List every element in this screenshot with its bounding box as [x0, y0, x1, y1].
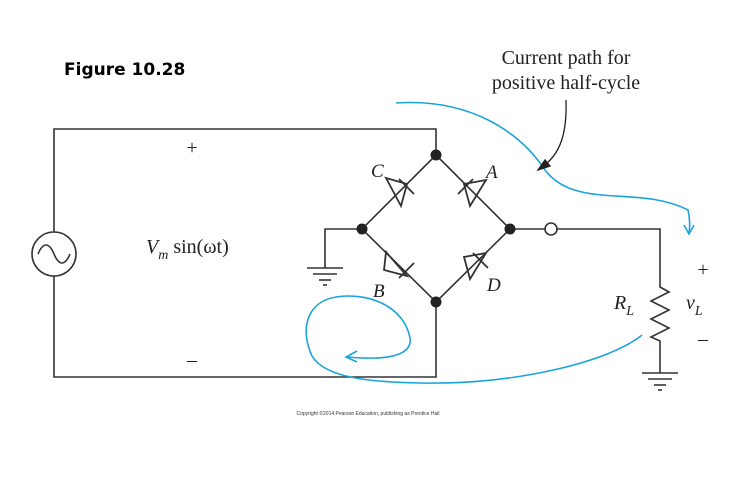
diode-a — [457, 178, 488, 209]
annotation-arrow — [536, 99, 567, 172]
load-plus: + — [697, 259, 708, 281]
annotation-line-2: positive half-cycle — [492, 72, 640, 94]
load-minus: – — [697, 328, 709, 350]
diode-b-label: B — [373, 281, 385, 302]
ground-left — [307, 267, 343, 286]
junction-top — [430, 149, 442, 161]
load-resistor-label: RL — [613, 292, 634, 319]
circuit-wires — [53, 128, 661, 378]
ac-source — [31, 231, 77, 277]
source-plus: + — [186, 137, 197, 159]
current-path — [305, 101, 695, 384]
load-voltage-label: vL — [686, 292, 703, 319]
copyright-notice: Copyright ©2014 Pearson Education, publi… — [297, 410, 440, 417]
figure-label: Figure 10.28 — [64, 60, 186, 80]
load-resistor — [649, 282, 671, 345]
diode-c-label: C — [371, 161, 384, 182]
junction-bottom — [430, 296, 442, 308]
diode-a-label: A — [484, 162, 498, 183]
diode-b — [383, 249, 415, 279]
output-terminal — [544, 222, 558, 236]
junction-left — [356, 223, 368, 235]
source-minus: – — [186, 349, 198, 371]
source-voltage-label: Vm sin(ωt) — [146, 236, 229, 263]
ground-right — [642, 372, 678, 391]
diode-d-label: D — [486, 275, 501, 296]
junction-dots — [356, 149, 516, 308]
diode-d — [462, 251, 489, 282]
diode-c — [384, 176, 415, 209]
junction-right — [504, 223, 516, 235]
annotation-line-1: Current path for — [502, 47, 631, 69]
